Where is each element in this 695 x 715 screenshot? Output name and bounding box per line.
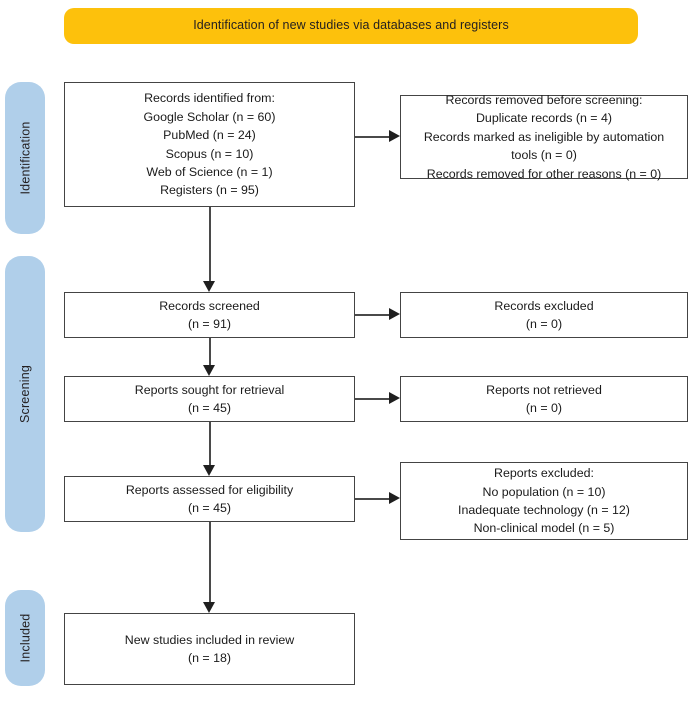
new-studies-included-box: New studies included in review (n = 18) xyxy=(64,613,355,685)
reports-sought-box: Reports sought for retrieval (n = 45) xyxy=(64,376,355,422)
reports-not-retrieved-text: Reports not retrieved (n = 0) xyxy=(486,382,602,415)
arrow-down-icon-screened xyxy=(203,281,215,292)
connector-assessed-to-reports-excluded xyxy=(355,498,389,500)
stage-label-included: Included xyxy=(18,613,32,663)
stage-bar-included: Included xyxy=(5,590,45,686)
records-identified-box: Records identified from: Google Scholar … xyxy=(64,82,355,207)
records-excluded-box: Records excluded (n = 0) xyxy=(400,292,688,338)
records-removed-box: Records removed before screening: Duplic… xyxy=(400,93,688,181)
connector-identified-to-screened xyxy=(209,207,211,281)
arrow-down-icon-assessed xyxy=(203,465,215,476)
new-studies-included-text: New studies included in review (n = 18) xyxy=(124,632,295,665)
records-excluded-text: Records excluded (n = 0) xyxy=(494,298,594,331)
stage-bar-screening: Screening xyxy=(5,256,45,532)
reports-not-retrieved-box: Reports not retrieved (n = 0) xyxy=(400,376,688,422)
arrow-right-icon-not-retrieved xyxy=(389,392,400,404)
connector-sought-to-not-retrieved xyxy=(355,398,389,400)
arrow-down-icon-included xyxy=(203,602,215,613)
reports-sought-text: Reports sought for retrieval (n = 45) xyxy=(134,382,285,415)
stage-label-identification: Identification xyxy=(18,121,33,195)
reports-excluded-box: Reports excluded: No population (n = 10)… xyxy=(400,462,688,540)
records-removed-text: Records removed before screening: Duplic… xyxy=(423,93,665,181)
connector-assessed-to-included xyxy=(209,522,211,602)
arrow-right-icon-excluded xyxy=(389,308,400,320)
arrow-down-icon-sought xyxy=(203,365,215,376)
records-screened-text: Records screened (n = 91) xyxy=(159,298,260,331)
connector-screened-to-sought xyxy=(209,338,211,365)
records-screened-box: Records screened (n = 91) xyxy=(64,292,355,338)
stage-label-screening: Screening xyxy=(18,364,32,424)
diagram-header-banner: Identification of new studies via databa… xyxy=(64,8,638,44)
connector-screened-to-excluded xyxy=(355,314,389,316)
reports-assessed-text: Reports assessed for eligibility (n = 45… xyxy=(125,482,294,515)
reports-excluded-text: Reports excluded: No population (n = 10)… xyxy=(458,466,630,536)
diagram-header-label: Identification of new studies via databa… xyxy=(193,18,509,33)
connector-identified-to-removed xyxy=(355,136,389,138)
reports-assessed-box: Reports assessed for eligibility (n = 45… xyxy=(64,476,355,522)
stage-bar-identification: Identification xyxy=(5,82,45,234)
connector-sought-to-assessed xyxy=(209,422,211,465)
arrow-right-icon-reports-excluded xyxy=(389,492,400,504)
records-identified-text: Records identified from: Google Scholar … xyxy=(143,91,276,198)
arrow-right-icon-removed xyxy=(389,130,400,142)
